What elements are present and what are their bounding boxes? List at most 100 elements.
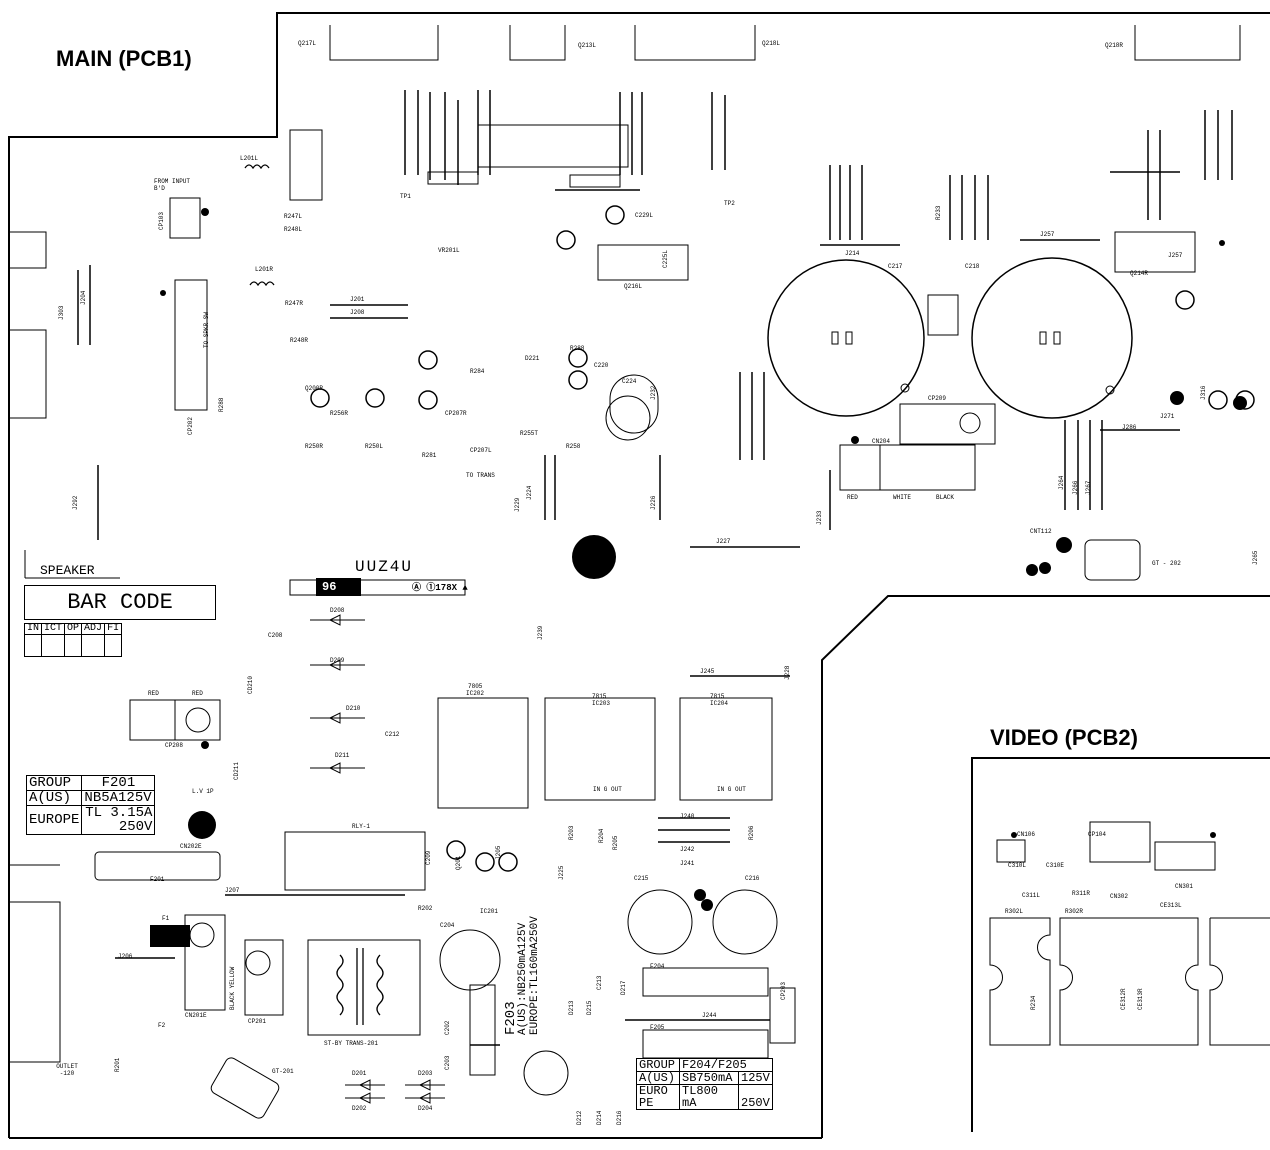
ref-label: F204 bbox=[650, 963, 665, 970]
ref-label: J303 bbox=[58, 305, 65, 320]
ref-label: L201R bbox=[255, 266, 274, 273]
ref-label: J265 bbox=[1252, 550, 1259, 565]
ref-label: Q218R bbox=[1105, 42, 1124, 49]
ref-label: L201L bbox=[240, 155, 259, 162]
ref-label: VR201L bbox=[438, 247, 460, 254]
outlet-label: OUTLET -120 bbox=[56, 1063, 78, 1077]
ref-label: D215 bbox=[586, 1000, 593, 1015]
ref-label: D210 bbox=[346, 705, 361, 712]
ref-label: C310E bbox=[1046, 862, 1065, 869]
ref-label: J240 bbox=[680, 813, 695, 820]
ref-label: IC202 bbox=[466, 690, 485, 697]
ref-label: J271 bbox=[1160, 413, 1175, 420]
red-label: RED bbox=[847, 494, 858, 501]
ref-label: CP203 bbox=[780, 981, 787, 1000]
ref-label: J224 bbox=[526, 485, 533, 500]
main-board-outline bbox=[8, 12, 1270, 1138]
ref-label: J266 bbox=[1072, 480, 1079, 495]
ref-label: J208 bbox=[350, 309, 365, 316]
f203-note: F203 A(US):NB250mA125V EUROPE:TL160mA250… bbox=[503, 916, 541, 1035]
ref-label: F201 bbox=[150, 876, 165, 883]
ref-label: D213 bbox=[568, 1000, 575, 1015]
large-mounting-dot bbox=[572, 535, 616, 579]
ref-label: J207 bbox=[225, 887, 240, 894]
video-board-outline bbox=[971, 757, 1270, 1132]
ref-label: R288 bbox=[218, 397, 225, 412]
ref-label: D212 bbox=[576, 1110, 583, 1125]
ref-label: CP104 bbox=[1088, 831, 1107, 838]
ref-label: R281 bbox=[422, 452, 437, 459]
main-board-outline-right bbox=[821, 595, 1270, 1138]
ref-label: R248R bbox=[290, 337, 309, 344]
ref-label: J227 bbox=[716, 538, 731, 545]
ref-label: CN204 bbox=[872, 438, 891, 445]
ref-label: C215 bbox=[634, 875, 649, 882]
ref-label: R284 bbox=[470, 368, 485, 375]
ref-label: J232 bbox=[650, 385, 657, 400]
ref-label: J233 bbox=[816, 510, 823, 525]
ref-label: J226 bbox=[650, 495, 657, 510]
main-board-title: MAIN (PCB1) bbox=[56, 46, 192, 71]
ref-label: Q218L bbox=[762, 40, 781, 47]
f203-note-line: F203 bbox=[503, 1001, 519, 1035]
standby-trans-label: ST-BY TRANS-201 bbox=[324, 1040, 379, 1047]
ref-label: J292 bbox=[72, 495, 79, 510]
f203-note-line: EUROPE:TL160mA250V bbox=[529, 916, 541, 1035]
fuse-table-cell: F201 bbox=[81, 775, 156, 791]
fuse-table-cell: A(US) bbox=[25, 790, 83, 806]
ref-label: C224 bbox=[622, 378, 637, 385]
ref-label: J201 bbox=[350, 296, 365, 303]
fuse-table-cell: TL800 mA bbox=[679, 1084, 739, 1110]
ref-label: J257 bbox=[1168, 252, 1183, 259]
ref-label: CP208 bbox=[165, 742, 184, 749]
ref-label: D217 bbox=[620, 980, 627, 995]
ref-label: J228 bbox=[784, 665, 791, 680]
black-yellow-label: BLACK YELLOW bbox=[229, 966, 236, 1010]
ref-label: C225L bbox=[662, 249, 669, 268]
serial-text: UUZ4U bbox=[355, 558, 414, 576]
ref-label: R256R bbox=[330, 410, 349, 417]
bar-code-cell: IN bbox=[23, 623, 43, 635]
ref-label: CP209 bbox=[928, 395, 947, 402]
ref-label: J214 bbox=[845, 250, 860, 257]
ref-label: R250R bbox=[305, 443, 324, 450]
ref-label: R250L bbox=[365, 443, 384, 450]
ref-label: 7815 bbox=[592, 693, 607, 700]
gt201-label: GT-201 bbox=[272, 1068, 294, 1075]
fuse-table-cell: NB5A125V bbox=[81, 790, 156, 806]
ref-label: R203 bbox=[568, 825, 575, 840]
ref-label: CNT112 bbox=[1030, 528, 1052, 535]
ref-label: C203 bbox=[444, 1055, 451, 1070]
ref-label: J245 bbox=[700, 668, 715, 675]
ref-label: J286 bbox=[1122, 424, 1137, 431]
ref-label: R233 bbox=[935, 205, 942, 220]
ref-label: C218 bbox=[965, 263, 980, 270]
ref-label: D201 bbox=[352, 1070, 367, 1077]
ref-label: Q213L bbox=[578, 42, 597, 49]
lv1p-label: L.V 1P bbox=[192, 788, 214, 795]
ref-label: D221 bbox=[525, 355, 540, 362]
fuse-table-cell: F204/F205 bbox=[679, 1058, 773, 1072]
ref-label: R255T bbox=[520, 430, 539, 437]
ref-label: CP202 bbox=[187, 416, 194, 435]
ref-label: C209 bbox=[425, 850, 432, 865]
ref-label: F2 bbox=[158, 1022, 166, 1029]
ref-label: Q216L bbox=[624, 283, 643, 290]
fuse-f201-table: GROUP F201 A(US) NB5A125V EUROPE TL 3.15… bbox=[25, 775, 156, 835]
ref-label: IC201 bbox=[480, 908, 499, 915]
red-label: RED bbox=[148, 690, 159, 697]
ref-label: Q201 bbox=[455, 855, 462, 870]
ref-label: TP2 bbox=[724, 200, 735, 207]
ref-label: C202 bbox=[444, 1020, 451, 1035]
in-g-out-label: IN G OUT bbox=[593, 786, 622, 793]
ref-label: C204 bbox=[440, 922, 455, 929]
ref-label: CN202E bbox=[180, 843, 202, 850]
fuse-table-cell: 125V bbox=[738, 1071, 773, 1085]
ref-label: R247R bbox=[285, 300, 304, 307]
ref-label: J257 bbox=[1040, 231, 1055, 238]
ref-label: TP1 bbox=[400, 193, 411, 200]
bar-code-cell: ADJ bbox=[81, 623, 106, 635]
white-label: WHITE bbox=[893, 494, 912, 501]
